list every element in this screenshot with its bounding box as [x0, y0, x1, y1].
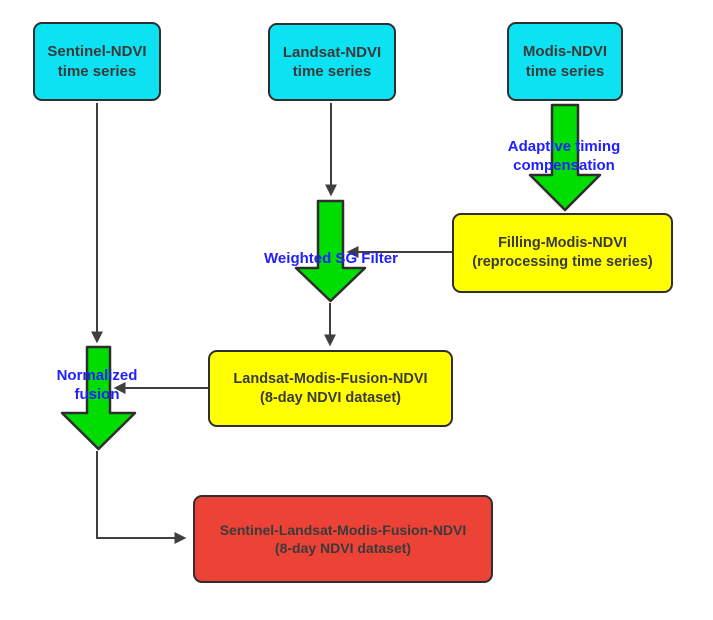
node-fusion2-line2: (8-day NDVI dataset)	[274, 540, 412, 556]
fat-arrow-adaptive-timing-icon	[528, 103, 602, 212]
node-landsat-line1: Landsat-NDVI	[282, 43, 382, 61]
connector-normalized-arrow-to-fusion2	[96, 451, 187, 544]
node-landsat-line2: time series	[292, 63, 372, 80]
node-sentinel-line2: time series	[57, 62, 137, 80]
label-normalized-line1: Normalized	[56, 367, 138, 384]
node-modis-ndvi: Modis-NDVI time series	[507, 22, 623, 101]
node-sentinel-line1: Sentinel-NDVI	[47, 43, 147, 60]
label-adaptive-timing-compensation: Adaptive timing compensation	[508, 138, 621, 176]
node-sentinel-ndvi: Sentinel-NDVI time series	[33, 22, 161, 101]
node-filling-modis-ndvi: Filling-Modis-NDVI (reprocessing time se…	[452, 213, 673, 293]
node-fusion2-line1: Sentinel-Landsat-Modis-Fusion-NDVI	[219, 521, 467, 538]
label-adaptive-line1: Adaptive timing	[507, 138, 621, 155]
node-filling-line1: Filling-Modis-NDVI	[498, 235, 627, 252]
node-fusion1-line2: (8-day NDVI dataset)	[259, 389, 401, 406]
node-landsat-ndvi: Landsat-NDVI time series	[268, 23, 396, 101]
label-weighted-line1: Weighted SG Filter	[264, 250, 398, 267]
node-landsat-modis-fusion-ndvi: Landsat-Modis-Fusion-NDVI (8-day NDVI da…	[208, 350, 453, 427]
fat-arrow-normalized-fusion-icon	[60, 345, 137, 451]
label-normalized-line2: fusion	[74, 385, 120, 403]
node-modis-line1: Modis-NDVI	[522, 43, 608, 60]
label-adaptive-line2: compensation	[513, 156, 615, 174]
label-normalized-fusion: Normalized fusion	[57, 367, 138, 405]
node-sentinel-landsat-modis-fusion-ndvi: Sentinel-Landsat-Modis-Fusion-NDVI (8-da…	[193, 495, 493, 583]
node-modis-line2: time series	[525, 62, 605, 80]
node-filling-line2: (reprocessing time series)	[472, 254, 653, 270]
node-fusion1-line1: Landsat-Modis-Fusion-NDVI	[233, 370, 428, 387]
fat-arrow-weighted-sg-icon	[294, 199, 367, 303]
label-weighted-sg-filter: Weighted SG Filter	[264, 250, 398, 269]
